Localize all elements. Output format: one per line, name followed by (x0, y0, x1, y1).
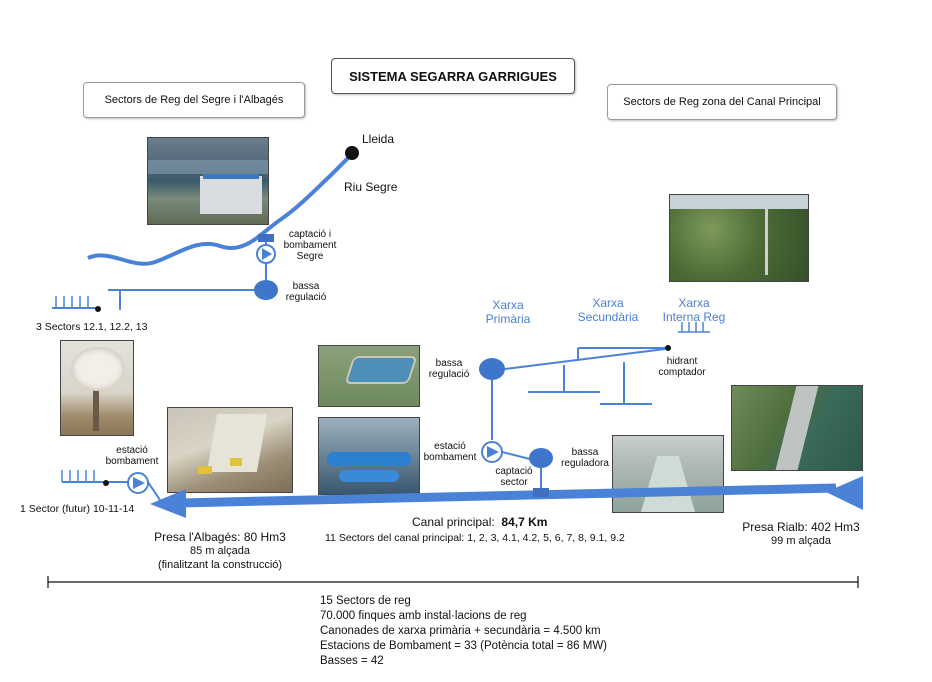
canal-sectors-label: 11 Sectors del canal principal: 1, 2, 3,… (325, 532, 625, 544)
canal-principal-line (179, 483, 837, 508)
left-header-box: Sectors de Reg del Segre i l'Albagés (83, 82, 305, 118)
rialb-triangle (826, 476, 863, 510)
bassa-regulacio-mid (479, 358, 505, 380)
left-header: Sectors de Reg del Segre i l'Albagés (104, 94, 284, 106)
captacio-segre-block (258, 234, 274, 242)
summary-line: Canonades de xarxa primària + secundària… (320, 625, 601, 637)
canal-photo (612, 435, 724, 513)
rialb-dam-photo (731, 385, 863, 471)
summary-line: Estacions de Bombament = 33 (Potència to… (320, 640, 608, 652)
diagram-title: SISTEMA SEGARRA GARRIGUES (349, 68, 557, 84)
bassa-segre (254, 280, 278, 300)
summary-line: Basses = 42 (320, 655, 384, 667)
pumps-photo (318, 417, 420, 495)
lleida-label: Lleida (362, 132, 395, 146)
summary-line: 70.000 finques amb instal·lacions de reg (320, 610, 527, 622)
right-header: Sectors de Reg zona del Canal Principal (623, 96, 821, 108)
almond-tree-photo (60, 340, 134, 436)
bassa-reguladora (529, 448, 553, 468)
dam-construction-photo (167, 407, 293, 493)
canal-end-arrow (150, 489, 186, 518)
pumping-station-photo (147, 137, 269, 225)
lleida-dot (345, 146, 359, 160)
captacio-sector-block (533, 488, 549, 497)
riu-segre-line (87, 152, 354, 266)
sectors-12-label: 3 Sectors 12.1, 12.2, 13 (36, 321, 148, 333)
reservoir-photo (318, 345, 420, 407)
summary-block: 15 Sectors de reg 70.000 finques amb ins… (320, 594, 607, 669)
sprinkler-photo (669, 194, 809, 282)
sector-futur-label: 1 Sector (futur) 10-11-14 (20, 503, 135, 515)
riu-segre-label: Riu Segre (344, 180, 398, 194)
canal-principal-label: Canal principal: 84,7 Km (412, 515, 548, 529)
summary-line: 15 Sectors de reg (320, 595, 411, 607)
diagram-title-box: SISTEMA SEGARRA GARRIGUES (331, 58, 575, 94)
right-header-box: Sectors de Reg zona del Canal Principal (607, 84, 837, 120)
